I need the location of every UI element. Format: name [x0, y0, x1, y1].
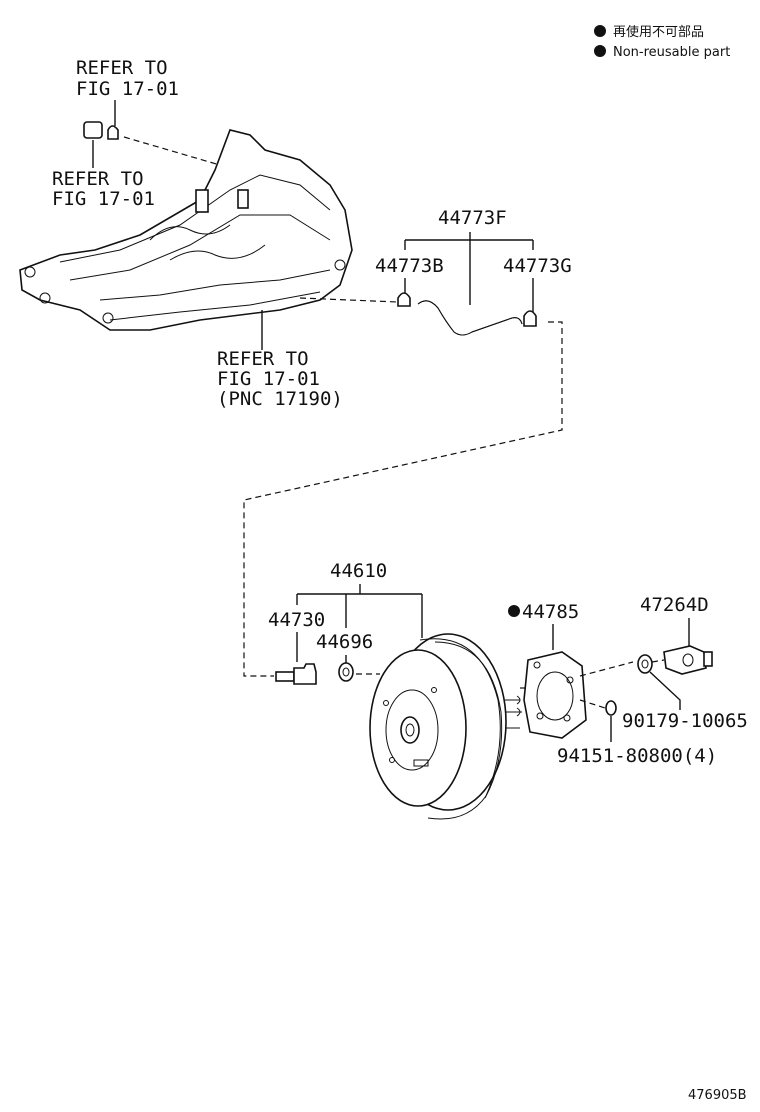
svg-text:44610: 44610	[330, 560, 387, 582]
grommet	[338, 662, 354, 682]
svg-text:94151-80800(4): 94151-80800(4)	[557, 745, 717, 767]
callout-94151: 94151-80800(4)	[557, 716, 717, 767]
illustration-id: 476905B	[688, 1088, 747, 1103]
callout-44773F: 44773F	[404, 207, 534, 305]
legend: 再使用不可部品 Non-reusable part	[594, 24, 730, 60]
callout-44773G: 44773G	[503, 255, 572, 277]
svg-text:90179-10065: 90179-10065	[622, 710, 748, 732]
callout-refer-middle: REFER TO FIG 17-01	[52, 140, 155, 210]
svg-text:FIG 17-01: FIG 17-01	[52, 188, 155, 210]
non-reusable-marker-icon	[508, 605, 520, 617]
callout-44730: 44730	[268, 609, 325, 631]
callout-44785: 44785	[508, 601, 579, 650]
legend-japanese: 再使用不可部品	[613, 24, 704, 40]
non-reusable-marker-icon	[594, 45, 606, 57]
vacuum-cap	[83, 121, 119, 140]
callout-44610: 44610	[296, 560, 423, 638]
callout-44696: 44696	[316, 631, 373, 653]
callout-refer-top: REFER TO FIG 17-01	[76, 57, 179, 126]
svg-text:44773F: 44773F	[438, 207, 507, 229]
svg-text:REFER TO: REFER TO	[76, 57, 168, 79]
intake-manifold	[19, 129, 353, 331]
callout-refer-pnc: REFER TO FIG 17-01 (PNC 17190)	[217, 348, 343, 410]
pedal-bracket	[663, 645, 713, 675]
hose-clip	[107, 125, 119, 140]
bushing	[637, 654, 653, 674]
hose-clip-b	[397, 292, 411, 307]
check-valve	[275, 663, 317, 685]
nut	[605, 700, 617, 716]
hose-clip-g	[523, 310, 537, 327]
svg-text:REFER TO: REFER TO	[52, 168, 144, 190]
svg-text:44785: 44785	[522, 601, 579, 623]
non-reusable-marker-icon	[594, 25, 606, 37]
svg-text:FIG 17-01: FIG 17-01	[217, 368, 320, 390]
svg-text:REFER TO: REFER TO	[217, 348, 309, 370]
vacuum-hose	[397, 292, 537, 336]
svg-text:47264D: 47264D	[640, 594, 709, 616]
brake-booster	[369, 633, 522, 820]
svg-text:(PNC 17190): (PNC 17190)	[217, 388, 343, 410]
svg-text:FIG 17-01: FIG 17-01	[76, 78, 179, 100]
callout-44773B: 44773B	[375, 255, 444, 277]
callout-90179: 90179-10065	[622, 671, 748, 732]
legend-english: Non-reusable part	[613, 45, 730, 60]
booster-gasket	[523, 651, 587, 739]
callout-47264D: 47264D	[640, 594, 709, 646]
